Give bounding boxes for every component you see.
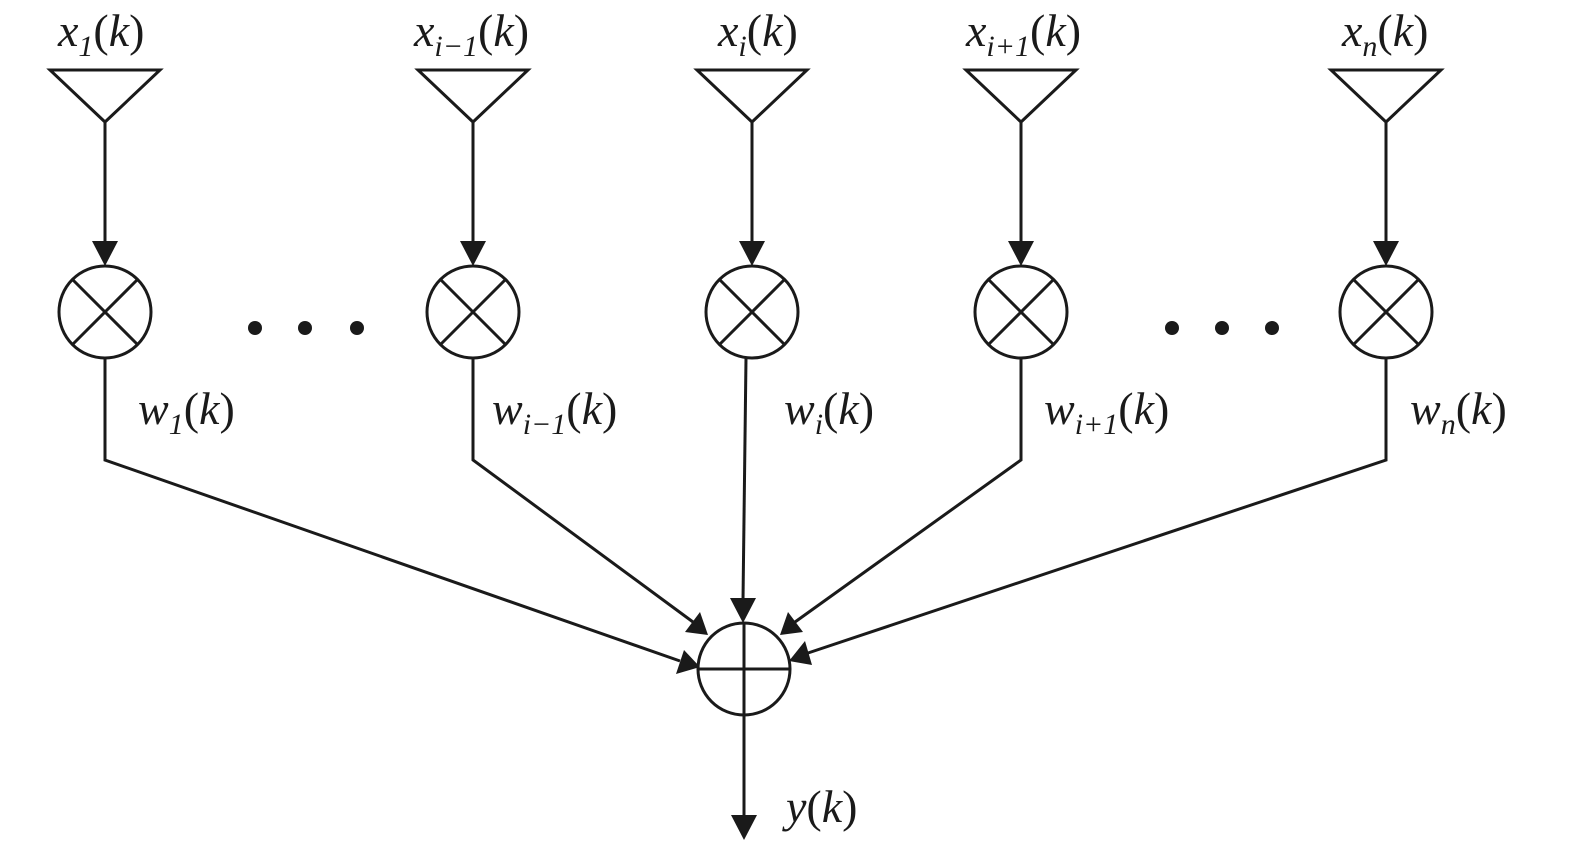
input-label-i: xi(k) bbox=[717, 5, 798, 63]
weighted-path-1 bbox=[103, 358, 700, 674]
ellipsis-left bbox=[248, 321, 364, 335]
input-node-1 bbox=[46, 68, 164, 125]
weighted-path-n bbox=[789, 358, 1388, 665]
input-node-i-plus-1 bbox=[962, 68, 1080, 125]
input-arrow-1 bbox=[92, 122, 118, 266]
weight-label-i-minus-1: wi−1(k) bbox=[492, 383, 617, 441]
input-arrow-n bbox=[1373, 122, 1399, 266]
summing-junction-node bbox=[696, 621, 792, 717]
input-label-i-plus-1: xi+1(k) bbox=[965, 5, 1081, 63]
weighted-path-i-plus-1 bbox=[780, 358, 1023, 635]
multiplier-node-1 bbox=[57, 264, 153, 360]
input-label-i-minus-1: xi−1(k) bbox=[413, 5, 529, 63]
weight-label-i-plus-1: wi+1(k) bbox=[1044, 383, 1169, 441]
weighted-path-i-minus-1 bbox=[471, 358, 708, 635]
multiplier-node-i-minus-1 bbox=[425, 264, 521, 360]
input-arrow-i bbox=[739, 122, 765, 266]
input-label-1: x1(k) bbox=[57, 5, 145, 63]
weight-label-1: w1(k) bbox=[138, 383, 235, 441]
input-label-n: xn(k) bbox=[1341, 5, 1429, 63]
multiplier-node-n bbox=[1338, 264, 1434, 360]
ellipsis-right bbox=[1165, 321, 1279, 335]
input-arrow-i-minus-1 bbox=[460, 122, 486, 266]
input-node-i bbox=[693, 68, 811, 125]
weight-label-i: wi(k) bbox=[784, 383, 874, 441]
multiplier-node-i bbox=[704, 264, 800, 360]
input-node-i-minus-1 bbox=[414, 68, 532, 125]
weight-label-n: wn(k) bbox=[1410, 383, 1507, 441]
multiplier-node-i-plus-1 bbox=[973, 264, 1069, 360]
input-node-n bbox=[1327, 68, 1445, 125]
weighted-path-i bbox=[730, 357, 756, 623]
output-label: y(k) bbox=[782, 781, 858, 832]
input-arrow-i-plus-1 bbox=[1008, 122, 1034, 266]
output-arrow bbox=[731, 715, 757, 840]
